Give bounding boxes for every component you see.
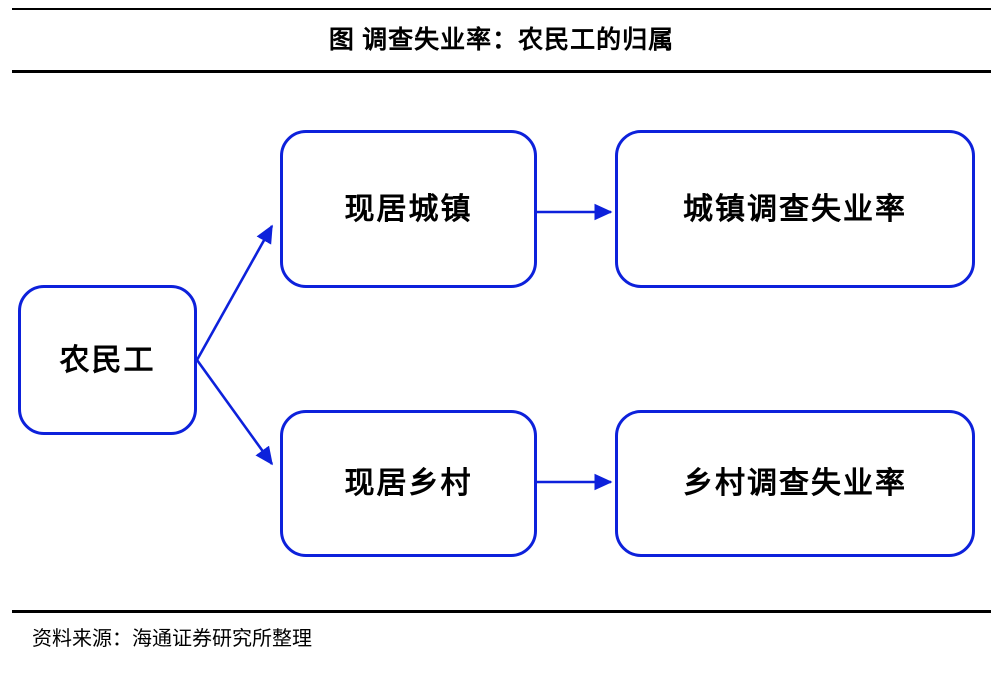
node-live-rural-label: 现居乡村: [344, 467, 473, 500]
node-migrant-workers[interactable]: 农民工: [18, 285, 197, 435]
edge-migrant-to-live-urban: [195, 224, 274, 361]
node-urban-unemployment-rate[interactable]: 城镇调查失业率: [615, 130, 975, 288]
node-urban-unemployment-rate-label: 城镇调查失业率: [683, 192, 907, 226]
footer-rule: [12, 610, 991, 613]
edge-migrant-to-live-rural: [195, 359, 274, 466]
node-live-urban[interactable]: 现居城镇: [280, 130, 537, 288]
flowchart-diagram: 农民工 现居城镇 城镇调查失业率 现居乡村 乡村调查失业率: [0, 75, 1003, 605]
node-live-urban-label: 现居城镇: [344, 192, 473, 226]
source-note: 资料来源：海通证券研究所整理: [32, 628, 312, 650]
node-live-rural[interactable]: 现居乡村: [280, 410, 537, 557]
header-bottom-rule: [12, 70, 991, 73]
header-top-rule: [12, 8, 991, 10]
node-rural-unemployment-rate-label: 乡村调查失业率: [683, 467, 907, 500]
node-rural-unemployment-rate[interactable]: 乡村调查失业率: [615, 410, 975, 557]
node-migrant-workers-label: 农民工: [59, 343, 156, 377]
figure-title: 图 调查失业率：农民工的归属: [328, 27, 675, 54]
